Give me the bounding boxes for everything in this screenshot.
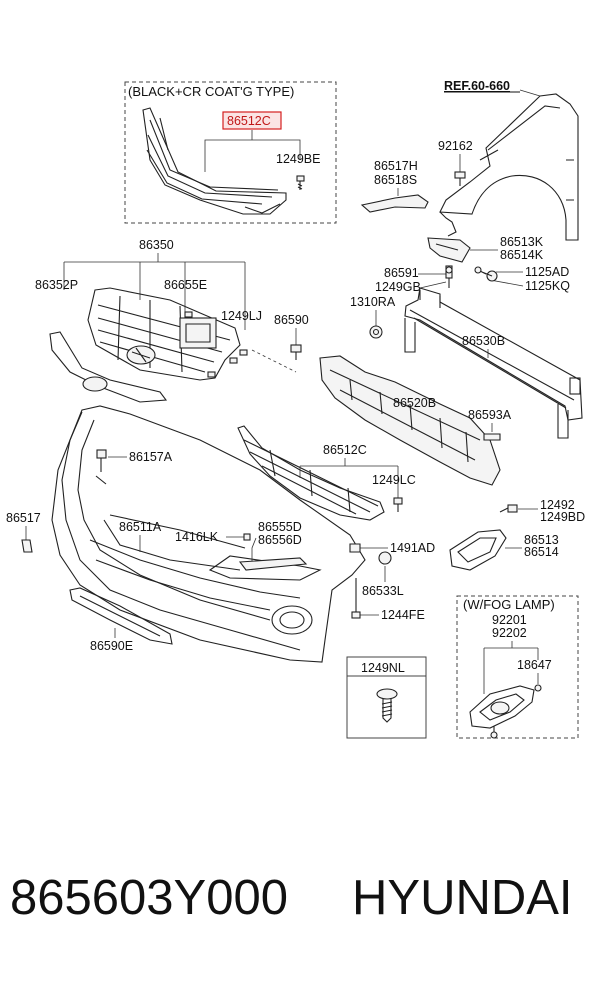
label-86555D: 86555D [258,520,302,534]
energy-absorber-86520B [319,355,501,486]
leader-92201 [483,641,539,694]
label-86518S: 86518S [374,173,417,187]
label-1125KQ: 1125KQ [525,279,570,293]
front-bumper-cover-86511A [51,405,366,663]
label-86556D: 86556D [258,533,302,547]
frame-black-cr-coating [124,81,337,224]
label-1310RA: 1310RA [350,295,396,309]
label-1249NL: 1249NL [361,661,405,675]
label-86157A: 86157A [129,450,173,464]
leader-86590-dash [251,349,297,373]
label-86512C-top: 86512C [227,114,271,128]
label-1491AD: 1491AD [390,541,435,555]
bolt-1125AD [474,266,498,282]
garnish-86555D [238,557,308,571]
label-86533L: 86533L [362,584,404,598]
clip-86590 [290,344,302,360]
parts-diagram: (BLACK+CR COAT'G TYPE) 86512C 1249BE REF… [6,79,585,739]
label-86530B: 86530B [462,334,505,348]
leader-86591 [418,273,448,289]
label-92201: 92201 [492,613,527,627]
label-box-86512C-highlight [222,111,282,130]
footer: 865603Y000 HYUNDAI [0,870,600,950]
screw-1249BE [296,175,305,190]
frame-fog-lamp [456,595,579,739]
leader-1125AD [489,271,524,287]
label-ref-60-660: REF.60-660 [444,79,510,93]
fog-cover-86513 [449,529,507,571]
label-86517H: 86517H [374,159,418,173]
label-1249LC: 1249LC [372,473,416,487]
label-86517: 86517 [6,511,41,525]
brand-name: HYUNDAI [352,871,573,925]
leader-86555D [251,537,257,562]
bracket-86517H [360,194,429,213]
label-86513: 86513 [524,533,559,547]
clip-1491AD [349,543,361,553]
leader-86512C-mid [299,458,399,498]
label-86514: 86514 [524,545,559,559]
label-92162: 92162 [438,139,473,153]
front-fender-reference [439,93,579,241]
clip-86157A [95,449,107,485]
label-1125AD: 1125AD [525,265,569,279]
clip-86533L [378,551,392,565]
screw-1249NL [376,688,398,723]
fog-lamp-92201 [469,684,542,739]
screw-12492 [499,504,518,513]
frame-black-cr-title: (BLACK+CR COAT'G TYPE) [128,84,294,99]
leader-86512C-top [204,130,301,172]
label-92202: 92202 [492,626,527,640]
radiator-grille-assy [87,287,241,381]
screw-1244FE [351,578,361,619]
label-1249BE: 1249BE [276,152,320,166]
bracket-86513K [427,211,471,263]
leader-86350 [63,253,246,330]
garnish-86352P [49,331,168,403]
label-86590: 86590 [274,313,309,327]
label-86352P: 86352P [35,278,78,292]
label-86513K: 86513K [500,235,544,249]
lower-lip-86590E [69,587,173,645]
label-18647: 18647 [517,658,552,672]
screw-1249LC [393,497,403,512]
grille-insert-upper [142,107,287,215]
label-86511A: 86511A [119,520,162,534]
label-12492: 12492 [540,498,575,512]
clip-92162 [454,171,466,186]
screw-1416LK [243,533,251,541]
label-1249BD: 1249BD [540,510,585,524]
label-86512C-mid: 86512C [323,443,367,457]
label-1249LJ: 1249LJ [221,309,262,323]
nut-1310RA [369,325,383,339]
leader-ref [519,89,541,97]
label-86655E: 86655E [164,278,207,292]
grille-lower-86512C [237,425,385,521]
clip-86591 [445,265,453,288]
bumper-beam-86530B [404,287,583,439]
label-86590E: 86590E [90,639,133,653]
box-1249NL [346,656,427,739]
label-86593A: 86593A [468,408,512,422]
label-86514K: 86514K [500,248,544,262]
bracket-86517 [21,539,33,553]
label-1249GB: 1249GB [375,280,421,294]
clip-86593A [483,433,501,441]
screws-1249LJ [184,311,248,378]
part-number: 865603Y000 [10,871,288,925]
label-1416LK: 1416LK [175,530,219,544]
label-1244FE: 1244FE [381,608,425,622]
label-86591: 86591 [384,266,419,280]
frame-fog-title: (W/FOG LAMP) [463,597,555,612]
label-86350: 86350 [139,238,174,252]
label-86520B: 86520B [393,396,436,410]
